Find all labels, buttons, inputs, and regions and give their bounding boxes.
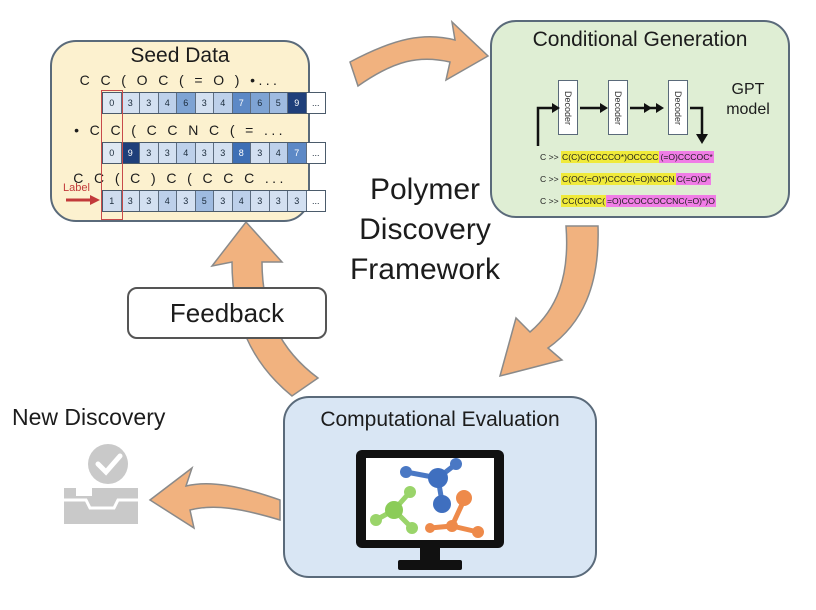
- token-cell: 8: [232, 143, 251, 163]
- token-cell: 0: [103, 143, 122, 163]
- decoder-flow-arrows: [536, 103, 708, 146]
- token-cell: 4: [177, 143, 196, 163]
- decoder-block-3: Decoder: [668, 80, 688, 135]
- token-cell: 3: [121, 93, 140, 113]
- token-cell: 3: [251, 143, 270, 163]
- token-cell: 3: [140, 191, 159, 211]
- conditional-generation-panel: Conditional Generation Decoder Decoder D…: [490, 20, 790, 218]
- token-cell: 7: [288, 143, 307, 163]
- token-cell: 5: [269, 93, 288, 113]
- token-cell: 3: [269, 191, 288, 211]
- token-cell: 9: [288, 93, 307, 113]
- token-cell: ...: [306, 143, 325, 163]
- token-cell: 3: [140, 143, 159, 163]
- generated-line-3: C >> CC(CCNC(=O)CCOCCOCCNC(=O)*)O: [540, 195, 716, 207]
- token-cell: 3: [158, 143, 177, 163]
- framework-label: Polymer Discovery Framework: [349, 173, 500, 286]
- smiles-line-3: C C ( C ) C ( C C C ...: [73, 170, 287, 186]
- token-cell: 5: [195, 191, 214, 211]
- inbox-check-icon: [64, 444, 138, 524]
- token-cell: 3: [288, 191, 307, 211]
- token-cell: 4: [214, 93, 233, 113]
- token-cell: 3: [214, 191, 233, 211]
- generated-line-1: C >> C(C)C(CCCCO*)OCCCC(=O)CCCOC*: [540, 151, 714, 163]
- decoder-block-2: Decoder: [608, 80, 628, 135]
- monitor-icon: [356, 450, 504, 570]
- smiles-line-1: C C ( O C ( = O ) •...: [79, 72, 281, 88]
- token-cell: 3: [177, 191, 196, 211]
- token-cell: 3: [251, 191, 270, 211]
- token-cell: 6: [251, 93, 270, 113]
- token-cell: 9: [121, 143, 140, 163]
- seed-data-title: Seed Data: [130, 44, 230, 67]
- token-cell: ...: [306, 191, 325, 211]
- molecule-graph-icon: [370, 458, 484, 538]
- token-cell: 3: [195, 143, 214, 163]
- token-cell: 1: [103, 191, 122, 211]
- arrow-generation-to-evaluation: [498, 225, 599, 378]
- token-cell: 3: [121, 191, 140, 211]
- token-cell: 3: [195, 93, 214, 113]
- token-cell: 6: [177, 93, 196, 113]
- token-cell: 4: [158, 191, 177, 211]
- label-marker: Label: [63, 182, 90, 194]
- token-cell: 7: [232, 93, 251, 113]
- token-cell: 3: [140, 93, 159, 113]
- evaluation-title: Computational Evaluation: [320, 408, 560, 431]
- smiles-line-2: • C C ( C C N C ( = ...: [74, 122, 286, 138]
- token-cell: 3: [214, 143, 233, 163]
- generation-title: Conditional Generation: [532, 28, 748, 51]
- token-cell: 4: [269, 143, 288, 163]
- arrow-seed-to-generation: [349, 19, 490, 88]
- feedback-label: Feedback: [127, 287, 327, 339]
- arrow-evaluation-to-discovery: [148, 465, 281, 530]
- token-cell: 0: [103, 93, 122, 113]
- label-arrow-icon: [66, 195, 100, 205]
- token-cell: 4: [232, 191, 251, 211]
- label-column-highlight: [101, 90, 123, 220]
- token-cell: ...: [306, 93, 325, 113]
- new-discovery-label: New Discovery: [12, 404, 166, 430]
- token-cell: 4: [158, 93, 177, 113]
- gpt-model-label: GPT model: [726, 81, 770, 118]
